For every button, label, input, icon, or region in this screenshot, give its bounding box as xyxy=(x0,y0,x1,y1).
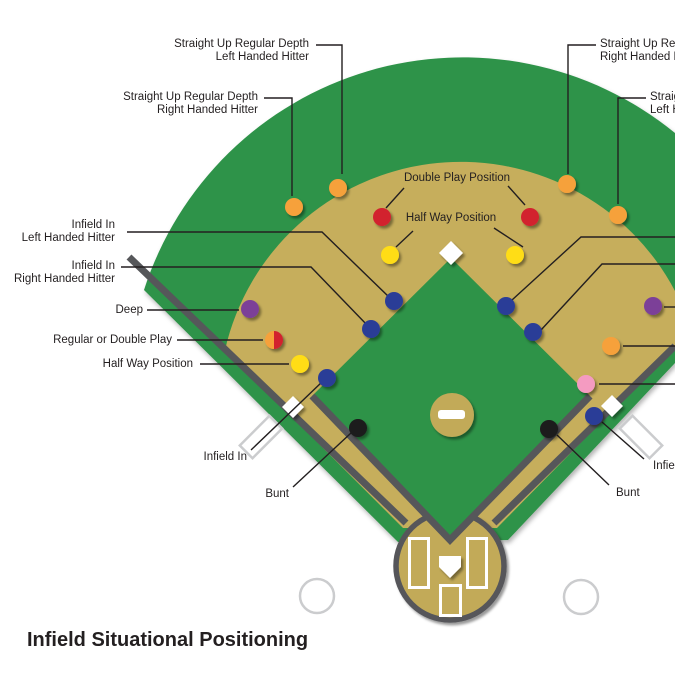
label-bunt-left: Bunt xyxy=(265,488,289,500)
position-dot-regular-or-double-play-third xyxy=(265,331,283,349)
first-base xyxy=(601,395,623,417)
label-connectors xyxy=(121,44,675,488)
position-dot-half-way-right-mid xyxy=(506,246,524,264)
diagram-title: Infield Situational Positioning xyxy=(27,629,309,651)
position-dot-infield-in-right-b xyxy=(524,323,542,341)
position-dot-half-way-first xyxy=(577,375,595,393)
position-dot-bunt-third xyxy=(349,419,367,437)
position-markers xyxy=(241,175,662,438)
connector-bunt-first xyxy=(556,434,610,486)
coach-box-first xyxy=(618,414,664,460)
connector-infield-in-left xyxy=(250,380,324,451)
batter-box-right xyxy=(466,537,488,589)
connector-straight-up-lhh-left xyxy=(316,44,343,174)
position-dot-infield-in-rhh xyxy=(362,320,380,338)
position-dot-deep-first xyxy=(644,297,662,315)
position-dot-straight-up-rhh-right-fielder xyxy=(558,175,576,193)
label-deep: Deep xyxy=(115,304,144,316)
connector-infield-in-right-a xyxy=(511,236,675,301)
label-half-way-position-left: Half Way Position xyxy=(102,358,193,370)
catcher-box xyxy=(439,584,462,617)
on-deck-circle-right xyxy=(562,578,600,616)
batter-box-left xyxy=(408,537,430,589)
position-dot-half-way-left-mid xyxy=(381,246,399,264)
connector-double-play-right xyxy=(507,185,526,206)
label-bunt-right: Bunt xyxy=(616,487,640,499)
position-dot-infield-in-first xyxy=(585,407,603,425)
position-dot-infield-in-third xyxy=(318,369,336,387)
connector-infield-in-lhh xyxy=(127,231,391,299)
connector-double-play-left xyxy=(385,187,405,209)
third-base xyxy=(282,396,304,418)
connector-infield-in-first xyxy=(601,421,645,460)
label-infield-in-lhh: Infield In Left Handed Hitter xyxy=(21,219,115,244)
first-base-foul-line xyxy=(491,343,675,526)
label-straight-up-rhh-left: Straight Up Regular Depth Right Handed H… xyxy=(123,91,258,116)
connector-half-way-mid-right xyxy=(493,227,524,248)
position-dot-straight-up-lhh-left-fielder xyxy=(329,179,347,197)
third-base-foul-line xyxy=(126,254,409,526)
position-dot-infield-in-lhh xyxy=(385,292,403,310)
position-dot-double-play-left xyxy=(373,208,391,226)
label-infield-in-right: Infield In xyxy=(653,460,675,472)
home-plate xyxy=(439,556,461,578)
label-infield-in-left: Infield In xyxy=(203,451,247,463)
label-double-play-position: Double Play Position xyxy=(403,172,511,184)
connector-straight-up-rhh-right xyxy=(567,44,596,174)
connector-straight-up-rhh-left xyxy=(264,97,293,196)
position-dot-half-way-third xyxy=(291,355,309,373)
connector-half-way-mid-left xyxy=(395,230,414,248)
connector-infield-in-right-b xyxy=(540,263,675,331)
label-infield-in-rhh: Infield In Right Handed Hitter xyxy=(14,260,115,285)
coach-box-third xyxy=(238,414,284,460)
label-straight-up-lhh-right: Straight Up Regular Depth Left Handed Hi… xyxy=(650,91,675,116)
position-dot-regular-first xyxy=(602,337,620,355)
position-dot-double-play-right xyxy=(521,208,539,226)
baseline-edges xyxy=(309,393,593,546)
label-straight-up-lhh-left: Straight Up Regular Depth Left Handed Hi… xyxy=(174,38,309,63)
second-base xyxy=(439,241,463,265)
connector-bunt-left xyxy=(292,432,352,488)
pitcher-rubber xyxy=(438,410,465,419)
connector-straight-up-lhh-right xyxy=(617,97,646,204)
label-straight-up-rhh-right: Straight Up Regular Depth Right Handed H… xyxy=(600,38,675,63)
position-dot-straight-up-rhh-left-fielder xyxy=(285,198,303,216)
connector-infield-in-rhh xyxy=(121,266,369,327)
position-dot-deep-third xyxy=(241,300,259,318)
label-half-way-position-center: Half Way Position xyxy=(405,212,497,224)
on-deck-circle-left xyxy=(298,577,336,615)
label-regular-or-double-play: Regular or Double Play xyxy=(53,334,172,346)
position-dot-infield-in-right-a xyxy=(497,297,515,315)
position-dot-bunt-first xyxy=(540,420,558,438)
position-dot-straight-up-lhh-right-fielder xyxy=(609,206,627,224)
